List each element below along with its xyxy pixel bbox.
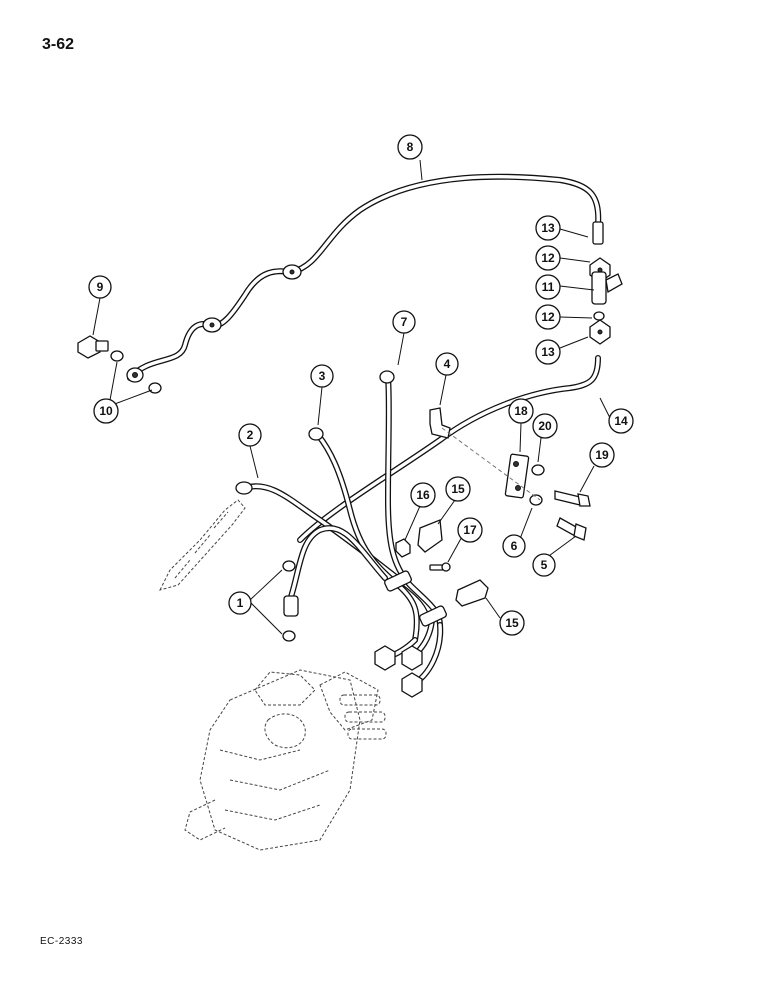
callout-5: 5: [532, 553, 556, 577]
clamp-nut: [395, 538, 411, 558]
sealing-washer-upper: [282, 560, 296, 572]
callout-4: 4: [435, 352, 459, 376]
callout-12a: 12: [535, 245, 561, 271]
callout-11: 11: [535, 274, 561, 300]
callout-18: 18: [508, 398, 534, 424]
pipe-clamp-lower: [455, 579, 489, 607]
callout-20: 20: [532, 413, 558, 439]
bundle-clamp-upper: [384, 570, 412, 592]
callout-12b: 12: [535, 304, 561, 330]
callout-1-label: 1: [237, 596, 244, 610]
callout-14-label: 14: [614, 414, 628, 428]
pump-nut-b: [401, 645, 423, 671]
banjo-washer-lower: [148, 382, 162, 394]
callout-19-label: 19: [595, 448, 609, 462]
pipe-nut-3: [308, 427, 324, 441]
clamp-plate-hole-upper: [513, 461, 519, 467]
callout-15b: 15: [499, 610, 525, 636]
clamp-plate: [504, 453, 530, 499]
clamp-washer-upper: [531, 464, 545, 476]
callout-17: 17: [457, 517, 483, 543]
callout-20-label: 20: [538, 419, 552, 433]
callout-10-label: 10: [99, 404, 113, 418]
callout-10: 10: [93, 398, 119, 424]
callout-1: 1: [228, 591, 252, 615]
pump-nut-a: [374, 645, 396, 671]
sealing-washer-lower: [282, 630, 296, 642]
bundle-clamp-lower: [419, 605, 447, 627]
clamp-screw: [429, 562, 451, 572]
clamp-bolt-upper: [554, 490, 591, 507]
callout-13b: 13: [535, 339, 561, 365]
callout-15b-label: 15: [505, 616, 519, 630]
callout-3: 3: [310, 364, 334, 388]
callout-9: 9: [88, 275, 112, 299]
callout-12b-label: 12: [541, 310, 555, 324]
callout-14: 14: [608, 408, 634, 434]
callout-2: 2: [238, 423, 262, 447]
pipe-end-fitting: [283, 595, 299, 617]
callout-4-label: 4: [444, 357, 451, 371]
callout-15a: 15: [445, 476, 471, 502]
callout-17-label: 17: [463, 523, 477, 537]
pipe-clip: [429, 407, 451, 439]
pipe-nut-2: [235, 481, 253, 495]
banjo-fitting-hole: [132, 372, 138, 378]
alignment-line: [441, 427, 541, 501]
injection-pump-outline: [184, 669, 387, 851]
callout-8-label: 8: [407, 140, 414, 154]
leak-off-pipe: [127, 173, 604, 381]
callout-16: 16: [410, 482, 436, 508]
callout-13b-label: 13: [541, 345, 555, 359]
tee-fitting-stack: [589, 257, 623, 345]
callout-8: 8: [397, 134, 423, 160]
callout-9-label: 9: [97, 280, 104, 294]
callout-3-label: 3: [319, 369, 326, 383]
callout-13a: 13: [535, 215, 561, 241]
callout-7: 7: [392, 310, 416, 334]
callout-7-label: 7: [401, 315, 408, 329]
callout-19: 19: [589, 442, 615, 468]
callout-6-label: 6: [511, 539, 518, 553]
callout-15a-label: 15: [451, 482, 465, 496]
callout-5-label: 5: [541, 558, 548, 572]
callout-11-label: 11: [542, 280, 555, 294]
clamp-washer-lower: [529, 494, 543, 506]
pipe-clamp-upper: [417, 519, 443, 553]
callout-2-label: 2: [247, 428, 254, 442]
banjo-bolt: [77, 335, 109, 359]
callout-6: 6: [502, 534, 526, 558]
callout-16-label: 16: [416, 488, 430, 502]
callout-18-label: 18: [514, 404, 528, 418]
banjo-washer-upper: [110, 350, 124, 362]
pump-nut-c: [401, 672, 423, 698]
return-pipe: [297, 355, 601, 543]
clamp-bolt-lower: [556, 517, 587, 541]
injector-pipes: [242, 375, 444, 688]
injector-outline: [159, 499, 246, 591]
callout-12a-label: 12: [541, 251, 555, 265]
pipe-nut-7: [379, 370, 395, 384]
page-number: 3-62: [42, 36, 75, 53]
drawing-code: EC-2333: [40, 936, 83, 947]
clamp-plate-hole-lower: [515, 485, 521, 491]
callout-13a-label: 13: [541, 221, 555, 235]
